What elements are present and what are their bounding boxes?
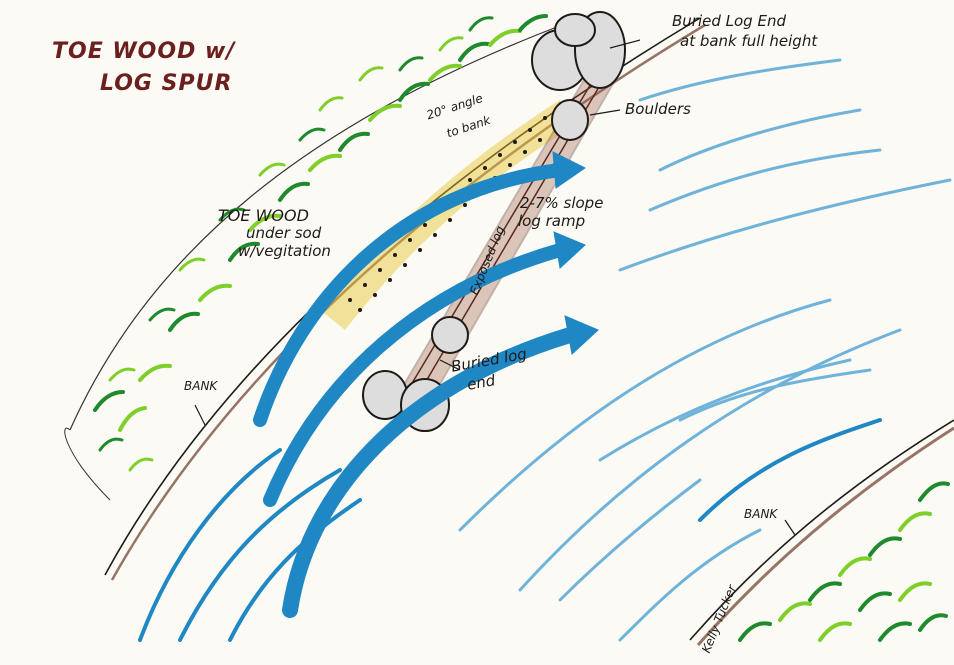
water-lines-dark [140, 420, 880, 640]
label-buried-log-end-2: at bank full height [680, 34, 817, 50]
bank-line-right-brown [698, 428, 954, 645]
label-slope-2: log ramp [518, 214, 585, 230]
label-slope-1: 2-7% slope [520, 196, 603, 212]
boulder-7 [432, 317, 468, 353]
flow-arrow-3-head [565, 316, 598, 354]
label-toe-wood-1: TOE WOOD [218, 208, 309, 225]
title-line-2: LOG SPUR [100, 72, 232, 95]
vegetation-outline-lower [65, 428, 110, 500]
label-bank-left: BANK [184, 380, 217, 393]
label-boulders: Boulders [625, 102, 691, 118]
label-bank-right: BANK [744, 508, 777, 521]
boulder-4 [552, 100, 588, 140]
bank-line-left [105, 18, 700, 575]
flow-arrow-2-head [554, 232, 585, 268]
title-line-1: TOE WOOD w/ [52, 40, 235, 63]
label-toe-wood-3: w/vegitation [238, 244, 331, 260]
label-toe-wood-2: under sod [246, 226, 321, 242]
boulder-3 [555, 14, 595, 46]
boulder-5 [363, 371, 407, 419]
label-buried-log-end-1: Buried Log End [672, 14, 786, 30]
